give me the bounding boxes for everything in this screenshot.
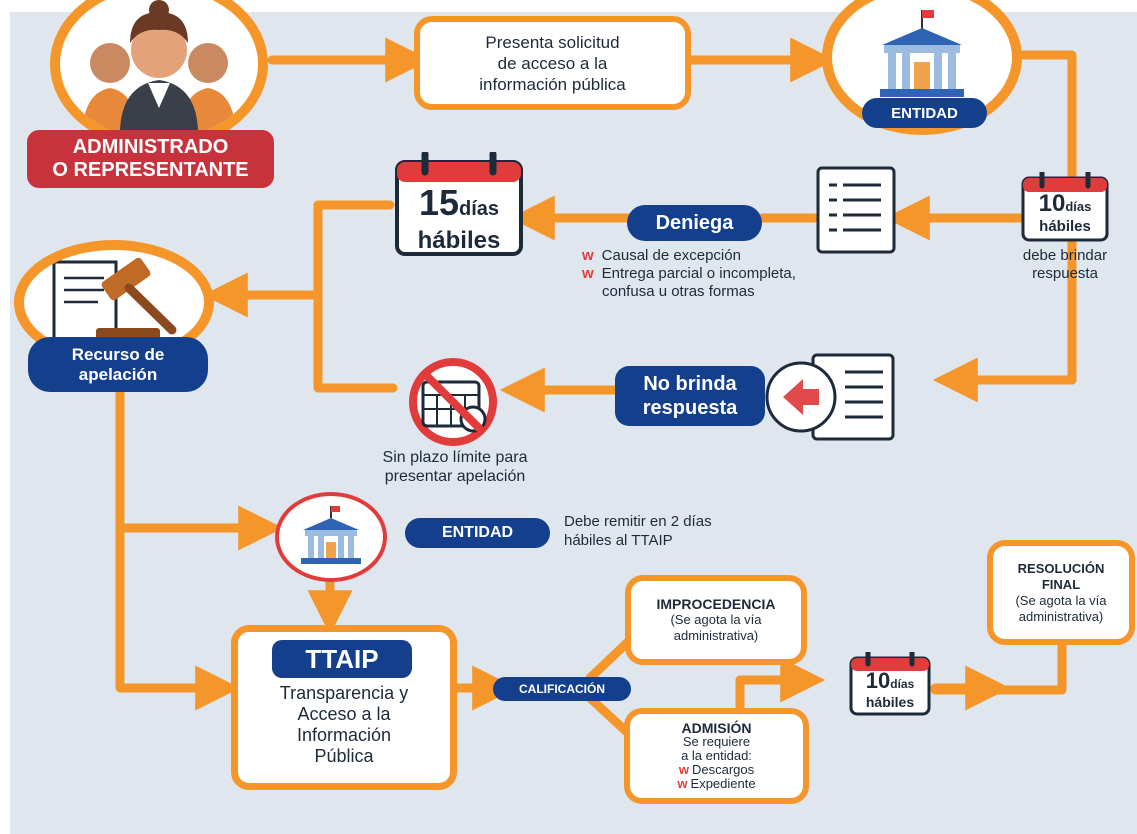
bullet-marker: w	[582, 265, 594, 282]
cal15-number: 15	[418, 182, 459, 223]
ttaip-line4: Información	[296, 725, 392, 745]
entity-mid-note: Debe remitir en 2 días hábiles al TTAIP	[564, 512, 824, 550]
no-response-document	[763, 352, 898, 442]
no-response-line2: respuesta	[642, 397, 738, 419]
resolucion-line1: (Se agota la vía	[1015, 592, 1107, 608]
cal10-top-number: 10	[1038, 190, 1066, 217]
resolucion-line2: administrativa)	[1018, 608, 1104, 624]
cal10-top-sub: hábiles	[1039, 218, 1091, 235]
cal10-top-caption: debe brindar respuesta	[1000, 247, 1130, 283]
admision-line1: Se requiere	[682, 734, 751, 749]
entity-mid-circle	[275, 492, 387, 582]
no-deadline-line1: Sin plazo límite para	[382, 449, 528, 466]
improcedencia-box: IMPROCEDENCIA (Se agota la vía administr…	[625, 575, 807, 665]
cal10-bottom-sub: hábiles	[865, 694, 915, 710]
document-icon	[765, 353, 895, 441]
calendar-10-top: 10días hábiles	[1020, 172, 1110, 242]
cal15-sub: hábiles	[417, 227, 501, 254]
improcedencia-title: IMPROCEDENCIA	[656, 596, 776, 612]
bullet-marker: w	[582, 247, 594, 264]
arrow-cal10-to-resolucion	[930, 640, 1067, 695]
cal15-unit: días	[459, 198, 500, 220]
gavel-icon	[52, 257, 177, 346]
calendar-icon	[849, 652, 931, 716]
ttaip-badge: TTAIP	[272, 640, 412, 678]
ttaip-line2: Transparencia y	[279, 683, 409, 703]
actor-label: ADMINISTRADO O REPRESENTANTE	[27, 130, 274, 188]
cal10-top-caption-line2: respuesta	[1032, 265, 1098, 282]
document-icon	[816, 166, 896, 254]
appeal-line2: apelación	[78, 364, 158, 384]
resolucion-title2: FINAL	[1041, 576, 1081, 592]
request-line1: Presenta solicitud	[485, 32, 620, 52]
cal10-top-text: 10días hábiles	[1020, 192, 1110, 237]
no-response-line1: No brinda	[643, 373, 737, 395]
calendar-icon	[395, 152, 523, 256]
arrow-admision-to-cal10	[735, 657, 826, 717]
deniega-document	[815, 165, 897, 255]
deniega-label: Deniega	[627, 205, 762, 241]
people-icon	[82, 0, 236, 140]
calendar-15: 15días hábiles	[393, 152, 525, 257]
actor-label-line2: O REPRESENTANTE	[52, 159, 249, 181]
resolucion-box: RESOLUCIÓN FINAL (Se agota la vía admini…	[987, 540, 1135, 645]
no-calendar-icon	[409, 358, 497, 446]
request-box: Presenta solicitud de acceso a la inform…	[414, 16, 691, 110]
request-line3: información pública	[479, 74, 626, 94]
line-cal15-left	[313, 200, 398, 393]
government-building-icon	[301, 506, 361, 564]
line-calif-to-improcedencia	[585, 635, 635, 683]
entity-mid-note-line1: Debe remitir en 2 días	[564, 513, 712, 530]
calendar-10-bottom: 10días hábiles	[848, 652, 932, 716]
admision-title: ADMISIÓN	[681, 720, 752, 736]
cal10-top-caption-line1: debe brindar	[1022, 247, 1108, 264]
line-appeal-down	[115, 380, 241, 711]
entity-top-label: ENTIDAD	[862, 98, 987, 128]
no-response-label: No brinda respuesta	[615, 366, 765, 426]
appeal-line1: Recurso de	[71, 344, 165, 364]
no-deadline-circle	[393, 357, 513, 447]
ttaip-line5: Pública	[314, 746, 374, 766]
entity-mid-note-line2: hábiles al TTAIP	[564, 532, 673, 549]
admision-line2: a la entidad:	[681, 748, 752, 763]
entity-top-circle	[822, 0, 1022, 135]
calificacion-label: CALIFICACIÓN	[493, 677, 631, 701]
no-deadline-line2: presentar apelación	[384, 468, 526, 485]
appeal-label: Recurso de apelación	[28, 337, 208, 392]
cal10-top-unit: días	[1065, 199, 1092, 214]
cal10-bottom-number: 10	[865, 668, 891, 693]
no-deadline-caption: Sin plazo límite para presentar apelació…	[345, 448, 565, 486]
cal10-bottom-text: 10días hábiles	[848, 670, 932, 712]
cal10-bottom-unit: días	[890, 677, 915, 691]
improcedencia-line1: (Se agota la vía	[670, 612, 762, 627]
entity-mid-label: ENTIDAD	[405, 518, 550, 548]
ttaip-line3: Acceso a la	[297, 704, 391, 724]
government-building-icon	[880, 10, 964, 97]
actor-label-line1: ADMINISTRADO	[72, 136, 229, 158]
resolucion-title1: RESOLUCIÓN	[1017, 560, 1105, 576]
deniega-bullet2-cont: confusa u otras formas	[602, 283, 755, 300]
cal15-text: 15días hábiles	[393, 185, 525, 259]
calendar-icon	[1021, 172, 1109, 242]
request-line2: de acceso a la	[497, 53, 608, 73]
improcedencia-line2: administrativa)	[673, 628, 759, 643]
line-calif-to-admision	[585, 693, 635, 740]
